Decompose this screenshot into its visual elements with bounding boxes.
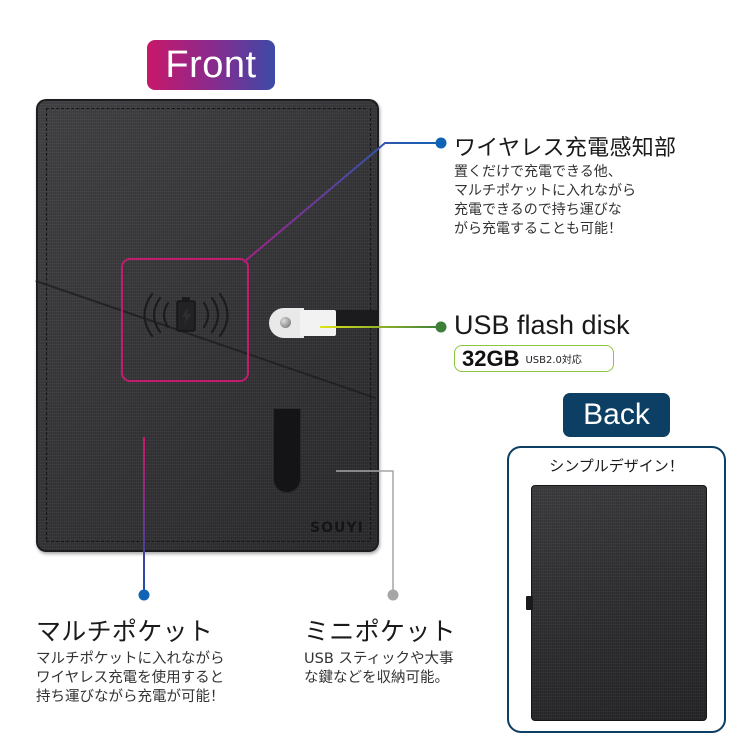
mini-pocket-title: ミニポケット [304,617,456,646]
callout-dot [435,137,447,149]
back-panel-frame [507,446,726,733]
multi-pocket-title: マルチポケット [36,617,214,646]
back-strap-tab [526,596,533,610]
stitching [46,108,47,540]
usb-flash-disk-title: USB flash disk [454,310,630,340]
stitching [46,108,366,109]
back-badge: Back [563,393,670,437]
back-caption: シンプルデザイン！ [549,457,684,475]
brand-logo: SOUYI [310,520,364,536]
wireless-charging-title: ワイヤレス充電感知部 [454,136,677,161]
front-badge: Front [147,40,275,90]
usb-rivet-icon [280,317,291,328]
wireless-charging-icon [143,293,229,337]
multi-pocket-description: マルチポケットに入れながら ワイヤレス充電を使用すると 持ち運びながら充電が可能… [36,651,225,705]
capacity-badge: 32GB USB2.0対応 [454,345,614,372]
notebook-back-image [531,485,707,721]
stitching [46,541,370,542]
wireless-charging-description: 置くだけで充電できる他、 マルチポケットに入れながら 充電できるので持ち運びな … [454,164,636,237]
wireless-charging-highlight-box [121,258,249,382]
usb-flash-disk-body [300,310,336,336]
mini-pocket-strap [273,408,301,493]
usb-spec: USB2.0対応 [525,355,582,366]
mini-pocket-description: USB スティックや大事 な鍵などを収納可能。 [304,651,454,686]
capacity-value: 32GB [462,345,520,371]
